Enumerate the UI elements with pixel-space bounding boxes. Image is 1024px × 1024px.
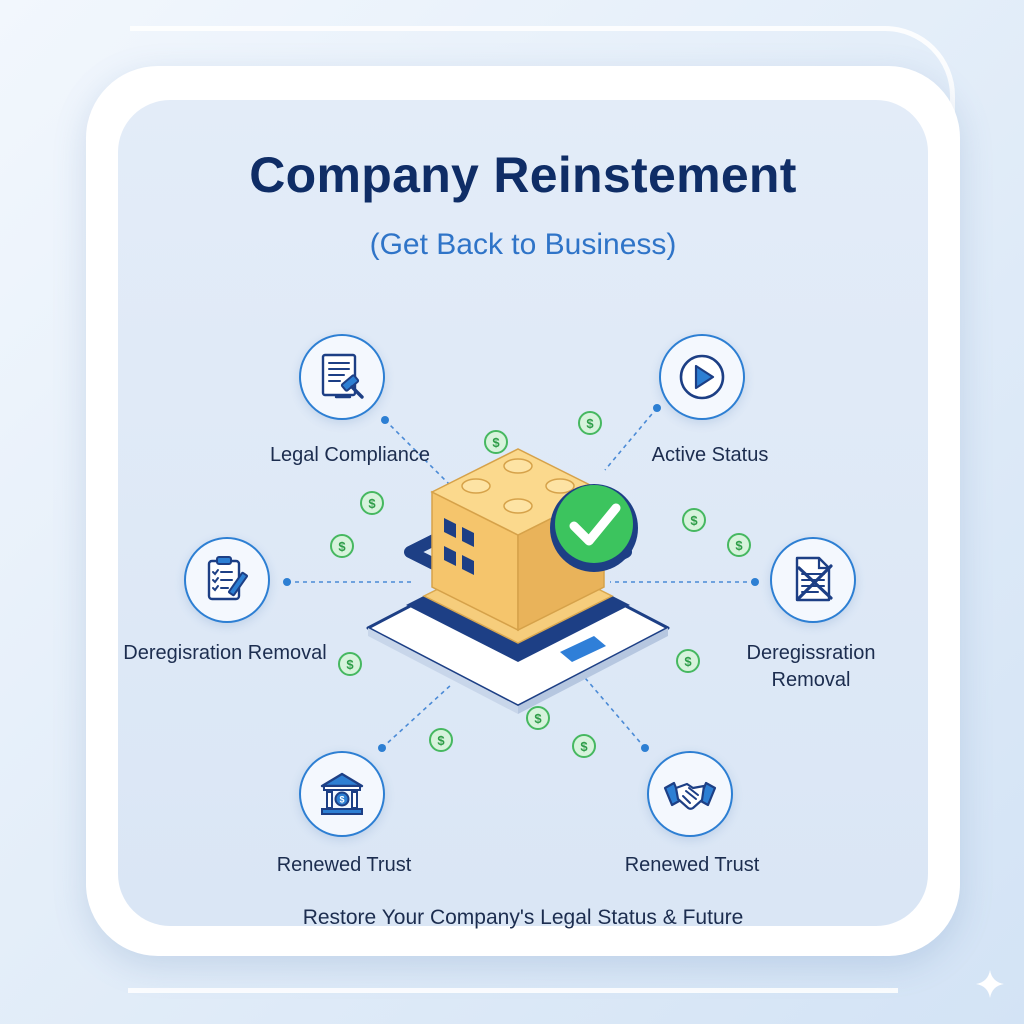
feature-label-active-status: Active Status [651,444,769,466]
decorative-frame-line-bottom [128,988,898,993]
connector-legal-compliance [384,419,456,491]
svg-text:$: $ [735,538,743,553]
play-icon [679,354,725,400]
connector-dot [381,416,389,424]
dollar-coin-icon: $ [330,534,354,558]
feature-label-deregistration-removal-right: Deregissration Removal [746,642,876,691]
dollar-coin-icon: $ [526,706,550,730]
dollar-coin-icon: $ [338,652,362,676]
legal-gavel-document-icon [321,353,364,399]
sparkle-icon [976,970,1004,998]
feature-label-renewed-trust-left: Renewed Trust [276,854,412,876]
dollar-coin-icon: $ [429,728,453,752]
feature-legal-compliance [299,334,385,420]
svg-text:$: $ [368,496,376,511]
feature-renewed-trust-left: $ [299,751,385,837]
connector-active-status [604,407,658,471]
feature-label-renewed-trust-right: Renewed Trust [624,854,760,876]
svg-text:$: $ [437,733,445,748]
connector-dot [751,578,759,586]
feature-active-status [659,334,745,420]
handshake-icon [663,781,717,810]
dollar-coin-icon: $ [578,411,602,435]
dollar-coin-icon: $ [676,649,700,673]
feature-label-deregistration-removal-left: Deregisration Removal [123,642,327,664]
page-subtitle: (Get Back to Business) [369,228,677,261]
feature-deregistration-removal-right [770,537,856,623]
svg-text:$: $ [346,657,354,672]
svg-text:$: $ [690,513,698,528]
connector-dot [283,578,291,586]
svg-text:$: $ [492,435,500,450]
clipboard-checklist-icon [207,556,248,601]
feature-renewed-trust-right [647,751,733,837]
footer-tagline: Restore Your Company's Legal Status & Fu… [302,906,744,929]
svg-text:$: $ [580,739,588,754]
dollar-coin-icon: $ [360,491,384,515]
svg-text:$: $ [586,416,594,431]
bank-building-icon: $ [320,772,364,815]
dollar-coin-icon: $ [727,533,751,557]
connector-renewed-trust-right [579,671,646,749]
svg-text:$: $ [338,539,346,554]
dollar-coin-icon: $ [682,508,706,532]
feature-deregistration-removal-left [184,537,270,623]
feature-label-legal-compliance: Legal Compliance [269,444,431,466]
svg-text:$: $ [534,711,542,726]
dollar-coin-icon: $ [484,430,508,454]
dollar-coin-icon: $ [572,734,596,758]
page-title: Company Reinstement [249,147,797,203]
connector-dot [653,404,661,412]
connector-dot [641,744,649,752]
crossed-document-icon [795,556,833,602]
connector-dot [378,744,386,752]
svg-text:$: $ [339,795,344,805]
svg-text:$: $ [684,654,692,669]
